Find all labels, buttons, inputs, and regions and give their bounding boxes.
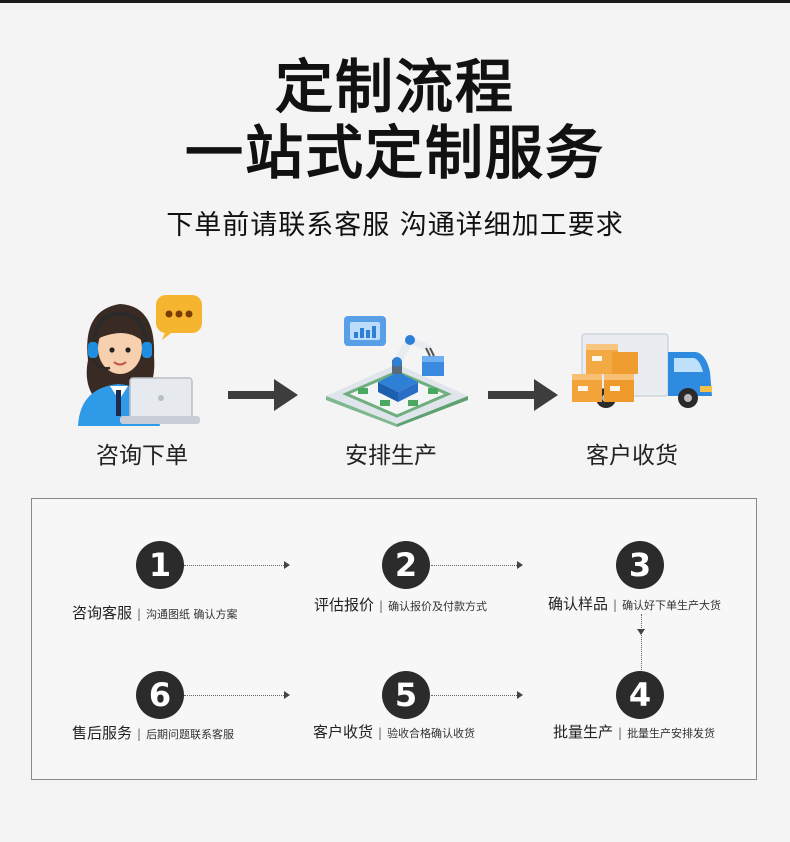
step-title: 售后服务 [72,724,133,742]
process-step-3: 确认样品 | 确认好下单生产大货 [548,594,721,616]
step-description: 沟通图纸 确认方案 [146,608,238,621]
connector-line [641,614,642,670]
flow-step-label: 安排生产 [345,443,437,469]
connector-arrow-icon [637,629,645,635]
step-description: 后期问题联系客服 [146,728,235,741]
separator: | [137,607,142,621]
step-number-badge: 5 [382,671,430,719]
flow-arrow-right-icon [488,379,558,411]
flow-step-label: 咨询下单 [96,443,188,469]
step-number-badge: 6 [136,671,184,719]
connector-arrow-icon [284,691,290,699]
connector-line [184,565,284,566]
delivery-truck-icon [572,333,712,408]
customer-service-agent-icon [78,295,202,426]
step-number-badge: 1 [136,541,184,589]
step-number-badge: 4 [616,671,664,719]
step-description: 验收合格确认收货 [387,727,476,740]
process-step-6: 售后服务 | 后期问题联系客服 [72,723,234,745]
connector-line [431,565,517,566]
process-step-2: 评估报价 | 确认报价及付款方式 [314,595,487,617]
step-description: 批量生产安排发货 [627,727,716,740]
process-step-5: 客户收货 | 验收合格确认收货 [313,722,475,744]
flow-arrow-right-icon [228,379,298,411]
step-title: 评估报价 [314,596,375,614]
top-dark-strip [0,0,790,3]
step-number-badge: 2 [382,541,430,589]
step-title: 客户收货 [313,723,374,741]
step-description: 确认好下单生产大货 [622,599,722,612]
page-subtitle: 下单前请联系客服 沟通详细加工要求 [166,210,624,241]
separator: | [379,599,384,613]
connector-arrow-icon [284,561,290,569]
connector-line [431,695,517,696]
page-title: 定制流程 [274,53,515,121]
step-title: 确认样品 [548,595,609,613]
connector-arrow-icon [517,561,523,569]
flow-step-label: 客户收货 [586,443,678,469]
separator: | [378,726,383,740]
step-number-badge: 3 [616,541,664,589]
connector-line [184,695,284,696]
connector-arrow-icon [517,691,523,699]
robot-production-line-icon [326,316,468,427]
page-title-secondary: 一站式定制服务 [184,119,605,187]
step-title: 批量生产 [553,723,614,741]
process-step-1: 咨询客服 | 沟通图纸 确认方案 [72,603,238,625]
process-step-4: 批量生产 | 批量生产安排发货 [553,722,715,744]
step-description: 确认报价及付款方式 [388,600,488,613]
step-title: 咨询客服 [72,604,133,622]
separator: | [618,726,623,740]
separator: | [613,598,618,612]
separator: | [137,727,142,741]
